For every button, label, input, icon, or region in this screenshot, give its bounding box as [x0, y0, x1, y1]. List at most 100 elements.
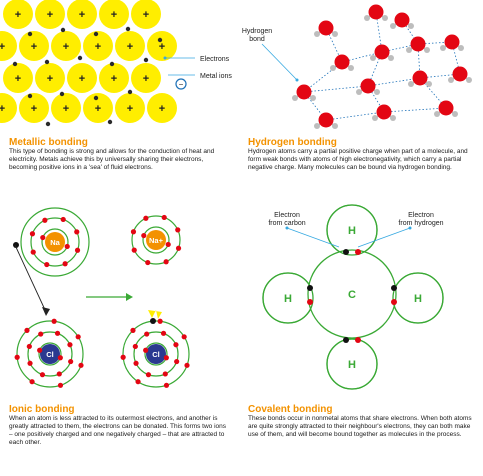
ion-plus-sign: + — [95, 41, 101, 53]
covalent-text-block: Covalent bonding These bonds occur in no… — [248, 404, 476, 439]
hydrogen-atom — [332, 123, 338, 129]
carbon-label: C — [348, 289, 356, 301]
metallic-title: Metallic bonding — [9, 137, 88, 148]
electron — [37, 347, 43, 353]
hydrogen-text-block: Hydrogen bonding Hydrogen atoms carry a … — [248, 137, 476, 172]
hydrogen-bond-label-line2: bond — [249, 36, 265, 43]
ion-plus-sign: + — [47, 73, 53, 85]
metal-ion — [115, 93, 145, 123]
metal-ion — [35, 0, 65, 29]
hydrogen-atom — [466, 77, 472, 83]
hydrogen-atom — [314, 123, 320, 129]
electron — [75, 334, 81, 340]
electron — [163, 355, 169, 361]
hydrogen-atom — [314, 31, 320, 37]
oxygen-atom — [318, 20, 334, 36]
ion-plus-sign: + — [0, 41, 5, 53]
free-electron — [27, 93, 33, 99]
oxygen-atom — [394, 12, 410, 28]
free-electron — [12, 61, 18, 67]
hydrogen-body: Hydrogen atoms carry a partial positive … — [248, 148, 468, 171]
electron — [130, 229, 137, 235]
metal-labels: Electrons − Metal ions — [163, 56, 232, 90]
hydrogen-atom — [390, 115, 396, 121]
oxygen-atom — [412, 70, 428, 86]
metal-ion — [67, 63, 97, 93]
hydrogen-atom — [388, 55, 394, 61]
electron — [160, 330, 167, 336]
electron — [68, 358, 74, 365]
valence-electron — [13, 242, 19, 248]
nucleus-label: Cl — [46, 350, 54, 359]
nucleus-label: Cl — [152, 350, 160, 359]
electron — [54, 330, 61, 336]
metal-ion — [83, 31, 113, 61]
hydrogen-label: H — [414, 293, 422, 305]
electron — [78, 362, 84, 368]
metal-ion — [3, 63, 33, 93]
electron — [133, 360, 139, 366]
metal-ion — [83, 93, 113, 123]
free-electron — [125, 26, 131, 32]
shared-electron-hydrogen — [391, 299, 397, 305]
metal-ion — [147, 31, 177, 61]
hydrogen-electron-label-line1: Electron — [408, 212, 434, 219]
ion-plus-sign: + — [127, 103, 133, 115]
electron — [14, 354, 20, 360]
hydrogen-atom — [406, 47, 412, 53]
hydrogen-bond-dotted — [325, 27, 343, 63]
shared-electron-hydrogen — [355, 249, 361, 255]
metal-ion — [51, 93, 81, 123]
ion-plus-sign: + — [127, 41, 133, 53]
electron-symbol-sign: − — [179, 80, 184, 89]
hydrogen-label: H — [348, 359, 356, 371]
electron — [74, 229, 80, 235]
free-electron — [109, 61, 115, 67]
electron-symbol-circle — [175, 78, 187, 90]
hydrogen-bond-dotted — [325, 111, 385, 121]
electron — [24, 327, 30, 333]
metal-ion — [19, 31, 49, 61]
oxygen-atom — [438, 100, 454, 116]
electron — [173, 342, 179, 348]
metallic-body: This type of bonding is strong and allow… — [9, 148, 215, 171]
ion-plus-sign: + — [31, 103, 37, 115]
ion-plus-sign: + — [111, 73, 117, 85]
metal-ion — [99, 0, 129, 29]
free-electron — [93, 31, 99, 37]
hydrogen-atom — [374, 89, 380, 95]
hydrogen-atom — [408, 81, 414, 87]
transfer-arrow-line — [14, 244, 47, 313]
electron-shell — [131, 215, 181, 265]
electron-shell — [41, 228, 69, 256]
electron — [135, 379, 141, 385]
electron — [184, 362, 190, 368]
hydrogen-bond-dotted — [303, 85, 369, 93]
free-electron — [77, 55, 83, 61]
hydrogen-atom — [364, 15, 370, 21]
metallic-text-block: Metallic bonding This type of bonding is… — [9, 137, 231, 172]
electron — [143, 347, 149, 353]
oxygen-atom — [410, 36, 426, 52]
hydrogen-atom — [440, 45, 446, 51]
electron — [29, 231, 36, 237]
metal-ion — [0, 93, 17, 123]
electron — [144, 331, 150, 337]
hydrogen-network — [292, 4, 472, 129]
hydrogen-atom — [382, 15, 388, 21]
electron — [175, 245, 182, 251]
metal-ion — [35, 63, 65, 93]
hydrogen-atom — [372, 115, 378, 121]
electron — [29, 379, 35, 385]
metal-ion — [67, 0, 97, 29]
free-electron — [27, 31, 33, 37]
electron-shell — [133, 331, 179, 377]
metal-ion — [51, 31, 81, 61]
electron-shell — [142, 226, 170, 254]
oxygen-atom — [296, 84, 312, 100]
ion-plus-sign: + — [0, 103, 5, 115]
hydrogen-atom — [292, 95, 298, 101]
ion-plus-sign: + — [63, 103, 69, 115]
electron — [120, 354, 126, 360]
electron — [44, 261, 50, 268]
